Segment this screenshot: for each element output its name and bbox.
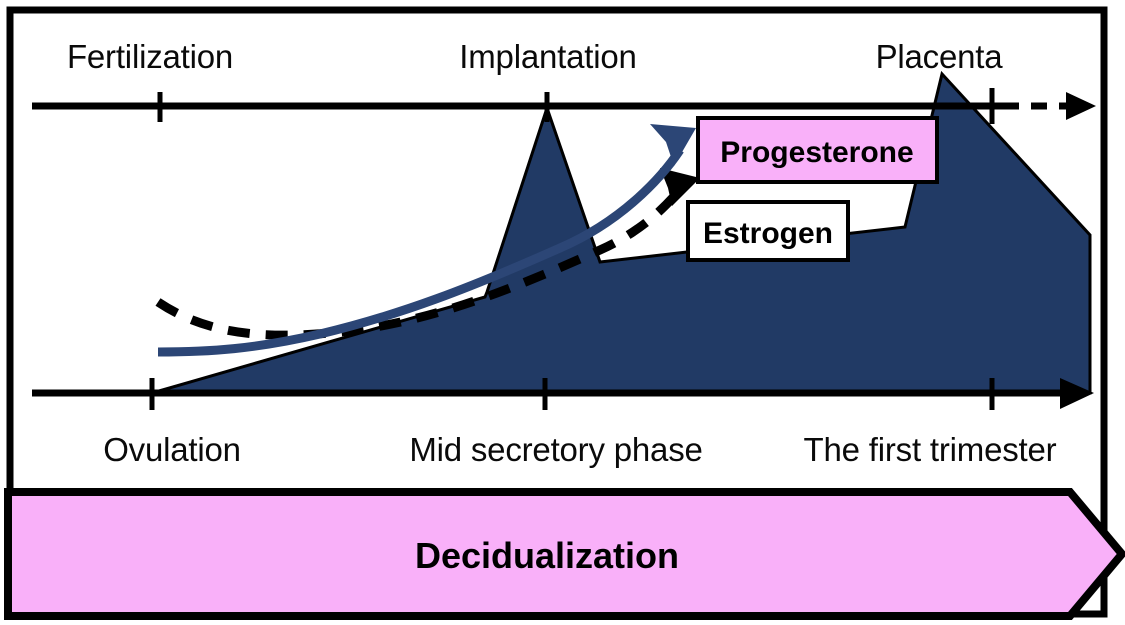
progesterone-label-box[interactable]: Progesterone [696,116,939,184]
label-implantation: Implantation [459,38,636,75]
lower-timeline-axis [32,378,1094,410]
label-first-trimester: The first trimester [804,431,1057,468]
progesterone-solid-curve [157,147,684,357]
estrogen-curve-group [155,168,700,340]
progesterone-arrowhead-icon [650,124,696,166]
label-mid-secretory-phase: Mid secretory phase [409,431,702,468]
estrogen-box-rect[interactable] [686,200,850,262]
progesterone-box-label: Progesterone [720,136,913,169]
estrogen-dashed-curve [155,189,682,340]
label-fertilization: Fertilization [67,38,233,75]
lower-axis-arrowhead-icon [1060,378,1094,409]
decidualization-banner-label: Decidualization [415,535,679,576]
progesterone-curve-group [157,124,696,357]
label-ovulation: Ovulation [103,431,241,468]
progesterone-box-rect[interactable] [696,116,939,184]
label-placenta: Placenta [876,38,1004,75]
decidualization-banner-shape[interactable] [4,488,1125,620]
estrogen-arrowhead-icon [660,168,700,206]
upper-axis-arrowhead-icon [1066,92,1096,120]
upper-timeline-labels: Fertilization Implantation Placenta [67,38,1004,75]
lower-timeline-labels: Ovulation Mid secretory phase The first … [103,431,1057,468]
upper-timeline-axis [32,88,1096,124]
estrogen-label-box[interactable]: Estrogen [686,200,850,262]
decidualization-banner[interactable]: Decidualization [4,488,1125,620]
estrogen-box-label: Estrogen [703,217,833,250]
